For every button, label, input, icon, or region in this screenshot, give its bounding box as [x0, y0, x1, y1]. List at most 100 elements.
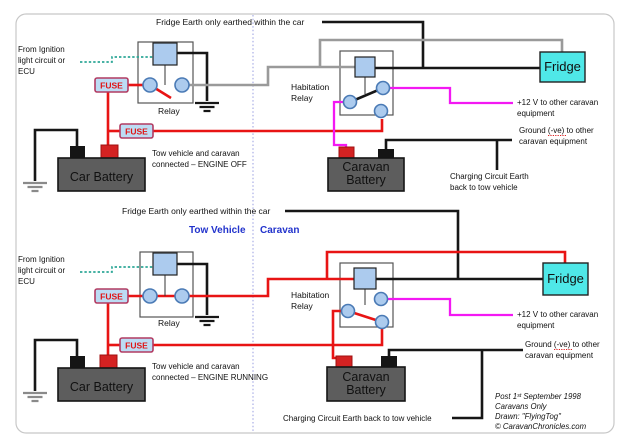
habitation-relay-label-2: Relay	[291, 301, 313, 311]
middle-labels: Fridge Earth only earthed within the car…	[122, 206, 299, 236]
fridge-label: Fridge	[547, 271, 584, 286]
car-battery	[57, 367, 146, 402]
ignition-note-2: light circuit or	[18, 56, 65, 65]
fuse1-label: FUSE	[100, 292, 123, 302]
hab-relay-contact-equipment	[375, 80, 391, 96]
fridge-earth-note-bottom: Fridge Earth only earthed within the car	[122, 206, 271, 216]
hab-relay-contact-battery	[340, 303, 356, 319]
ground-note-1: Ground (-ve) to other	[525, 340, 600, 349]
wire-fridge-earth-label	[285, 209, 460, 279]
car-battery-label: Car Battery	[70, 170, 134, 184]
fuse1-box	[94, 77, 129, 93]
wire-car-battery-earth	[33, 128, 79, 181]
car-relay-ground-symbol	[195, 315, 219, 327]
charging-note-2: back to tow vehicle	[450, 183, 518, 192]
wire-fridge-feed-live	[128, 277, 354, 298]
caravan-battery-label-2: Battery	[346, 383, 386, 397]
fuse2-label: FUSE	[125, 127, 148, 137]
credit-line-1: Post 1ˢᵗ September 1998	[495, 392, 582, 401]
wire-fridge-feed-live-branch	[325, 250, 567, 279]
car-battery-ground-symbol	[23, 181, 47, 193]
plus12-note-2: equipment	[517, 109, 555, 118]
ignition-note-2: light circuit or	[18, 266, 65, 275]
wire-car-relay-coil-earth	[177, 262, 209, 315]
ignition-note-3: ECU	[18, 277, 35, 286]
fridge-box	[542, 262, 589, 296]
wire-plus12-equipment	[383, 86, 513, 105]
car-relay-ground-symbol	[195, 101, 219, 113]
ignition-note-1: From Ignition	[18, 255, 65, 264]
ignition-note-1: From Ignition	[18, 45, 65, 54]
car-relay-contact-right	[174, 77, 190, 93]
fridge-box	[539, 51, 586, 83]
car-battery	[57, 157, 146, 192]
fuse2-label: FUSE	[125, 341, 148, 351]
header-caravan: Caravan	[260, 225, 299, 236]
wire-fridge-feed-dead-branch	[318, 38, 564, 67]
relay-label: Relay	[158, 318, 180, 328]
ground-note-2: caravan equipment	[519, 137, 588, 146]
fridge-earth-note: Fridge Earth only earthed within the car	[156, 17, 305, 27]
credit-line-4: © CaravanChronicles.com	[495, 422, 587, 431]
credits-block: Post 1ˢᵗ September 1998 Caravans Only Dr…	[495, 392, 587, 431]
car-relay-contact-left	[142, 288, 158, 304]
wire-charging-line	[153, 119, 384, 133]
wire-charging-earth	[452, 350, 484, 420]
wire-plus12-equipment	[381, 297, 513, 317]
bottom-diagram-engine-running: FUSE FUSE Car Battery Caravan Battery Fr…	[18, 209, 600, 423]
fuse2-box	[119, 123, 154, 139]
caravan-battery-label-2: Battery	[346, 173, 386, 187]
hab-relay-contact-equipment	[373, 291, 389, 307]
car-battery-ground-symbol	[23, 391, 47, 403]
car-battery-neg-terminal	[70, 356, 85, 369]
plus12-note-1: +12 V to other caravan	[517, 310, 598, 319]
plus12-note-2: equipment	[517, 321, 555, 330]
fuse1-label: FUSE	[100, 81, 123, 91]
car-relay-contact-right	[174, 288, 190, 304]
hab-relay-coil	[354, 56, 376, 78]
wire-ignition-signal	[80, 266, 153, 273]
habitation-relay-label-2: Relay	[291, 93, 313, 103]
mode-note-2: connected – ENGINE RUNNING	[152, 373, 268, 382]
habitation-relay-label-1: Habitation	[291, 290, 330, 300]
caravan-battery-neg-terminal	[378, 149, 394, 160]
plus12-note-1: +12 V to other caravan	[517, 98, 598, 107]
car-relay-coil	[152, 42, 178, 66]
car-battery-neg-terminal	[70, 146, 85, 159]
top-diagram-engine-off: FUSE FUSE Car Battery Caravan Battery Fr…	[18, 17, 598, 193]
header-tow-vehicle: Tow Vehicle	[189, 225, 246, 236]
wire-caravan-ground	[384, 138, 512, 150]
caravan-battery-neg-terminal	[381, 356, 397, 368]
habitation-relay-label-1: Habitation	[291, 82, 330, 92]
caravan-battery-label-1: Caravan	[342, 160, 389, 174]
mode-note-1: Tow vehicle and caravan	[152, 149, 240, 158]
wire-ignition-signal	[80, 56, 153, 63]
wire-fridge-earth-label	[322, 20, 425, 68]
car-relay-contact-left	[142, 77, 158, 93]
caravan-battery-label-1: Caravan	[342, 370, 389, 384]
credit-line-2: Caravans Only	[495, 402, 548, 411]
wire-fridge-feed-dead	[189, 65, 355, 87]
ground-note-2: caravan equipment	[525, 351, 594, 360]
ground-note-1: Ground (-ve) to other	[519, 126, 594, 135]
mode-note-2: connected – ENGINE OFF	[152, 160, 247, 169]
hab-relay-contact-charging	[374, 314, 390, 330]
wire-charging-line	[153, 329, 384, 347]
charging-note: Charging Circuit Earth back to tow vehic…	[283, 414, 432, 423]
wire-caravan-ground	[387, 348, 523, 356]
wire-car-battery-earth	[33, 338, 79, 391]
fridge-label: Fridge	[544, 59, 581, 74]
diagram-border	[15, 13, 615, 434]
caravan-battery	[326, 366, 406, 402]
relay-label: Relay	[158, 106, 180, 116]
car-battery-label: Car Battery	[70, 380, 134, 394]
ignition-note-3: ECU	[18, 67, 35, 76]
car-battery-pos-terminal	[100, 144, 119, 160]
car-relay-coil	[152, 252, 178, 276]
fuse1-box	[94, 288, 129, 304]
caravan-battery	[327, 157, 405, 192]
hab-relay-contact-charging	[373, 103, 389, 119]
fuse2-box	[119, 337, 154, 353]
